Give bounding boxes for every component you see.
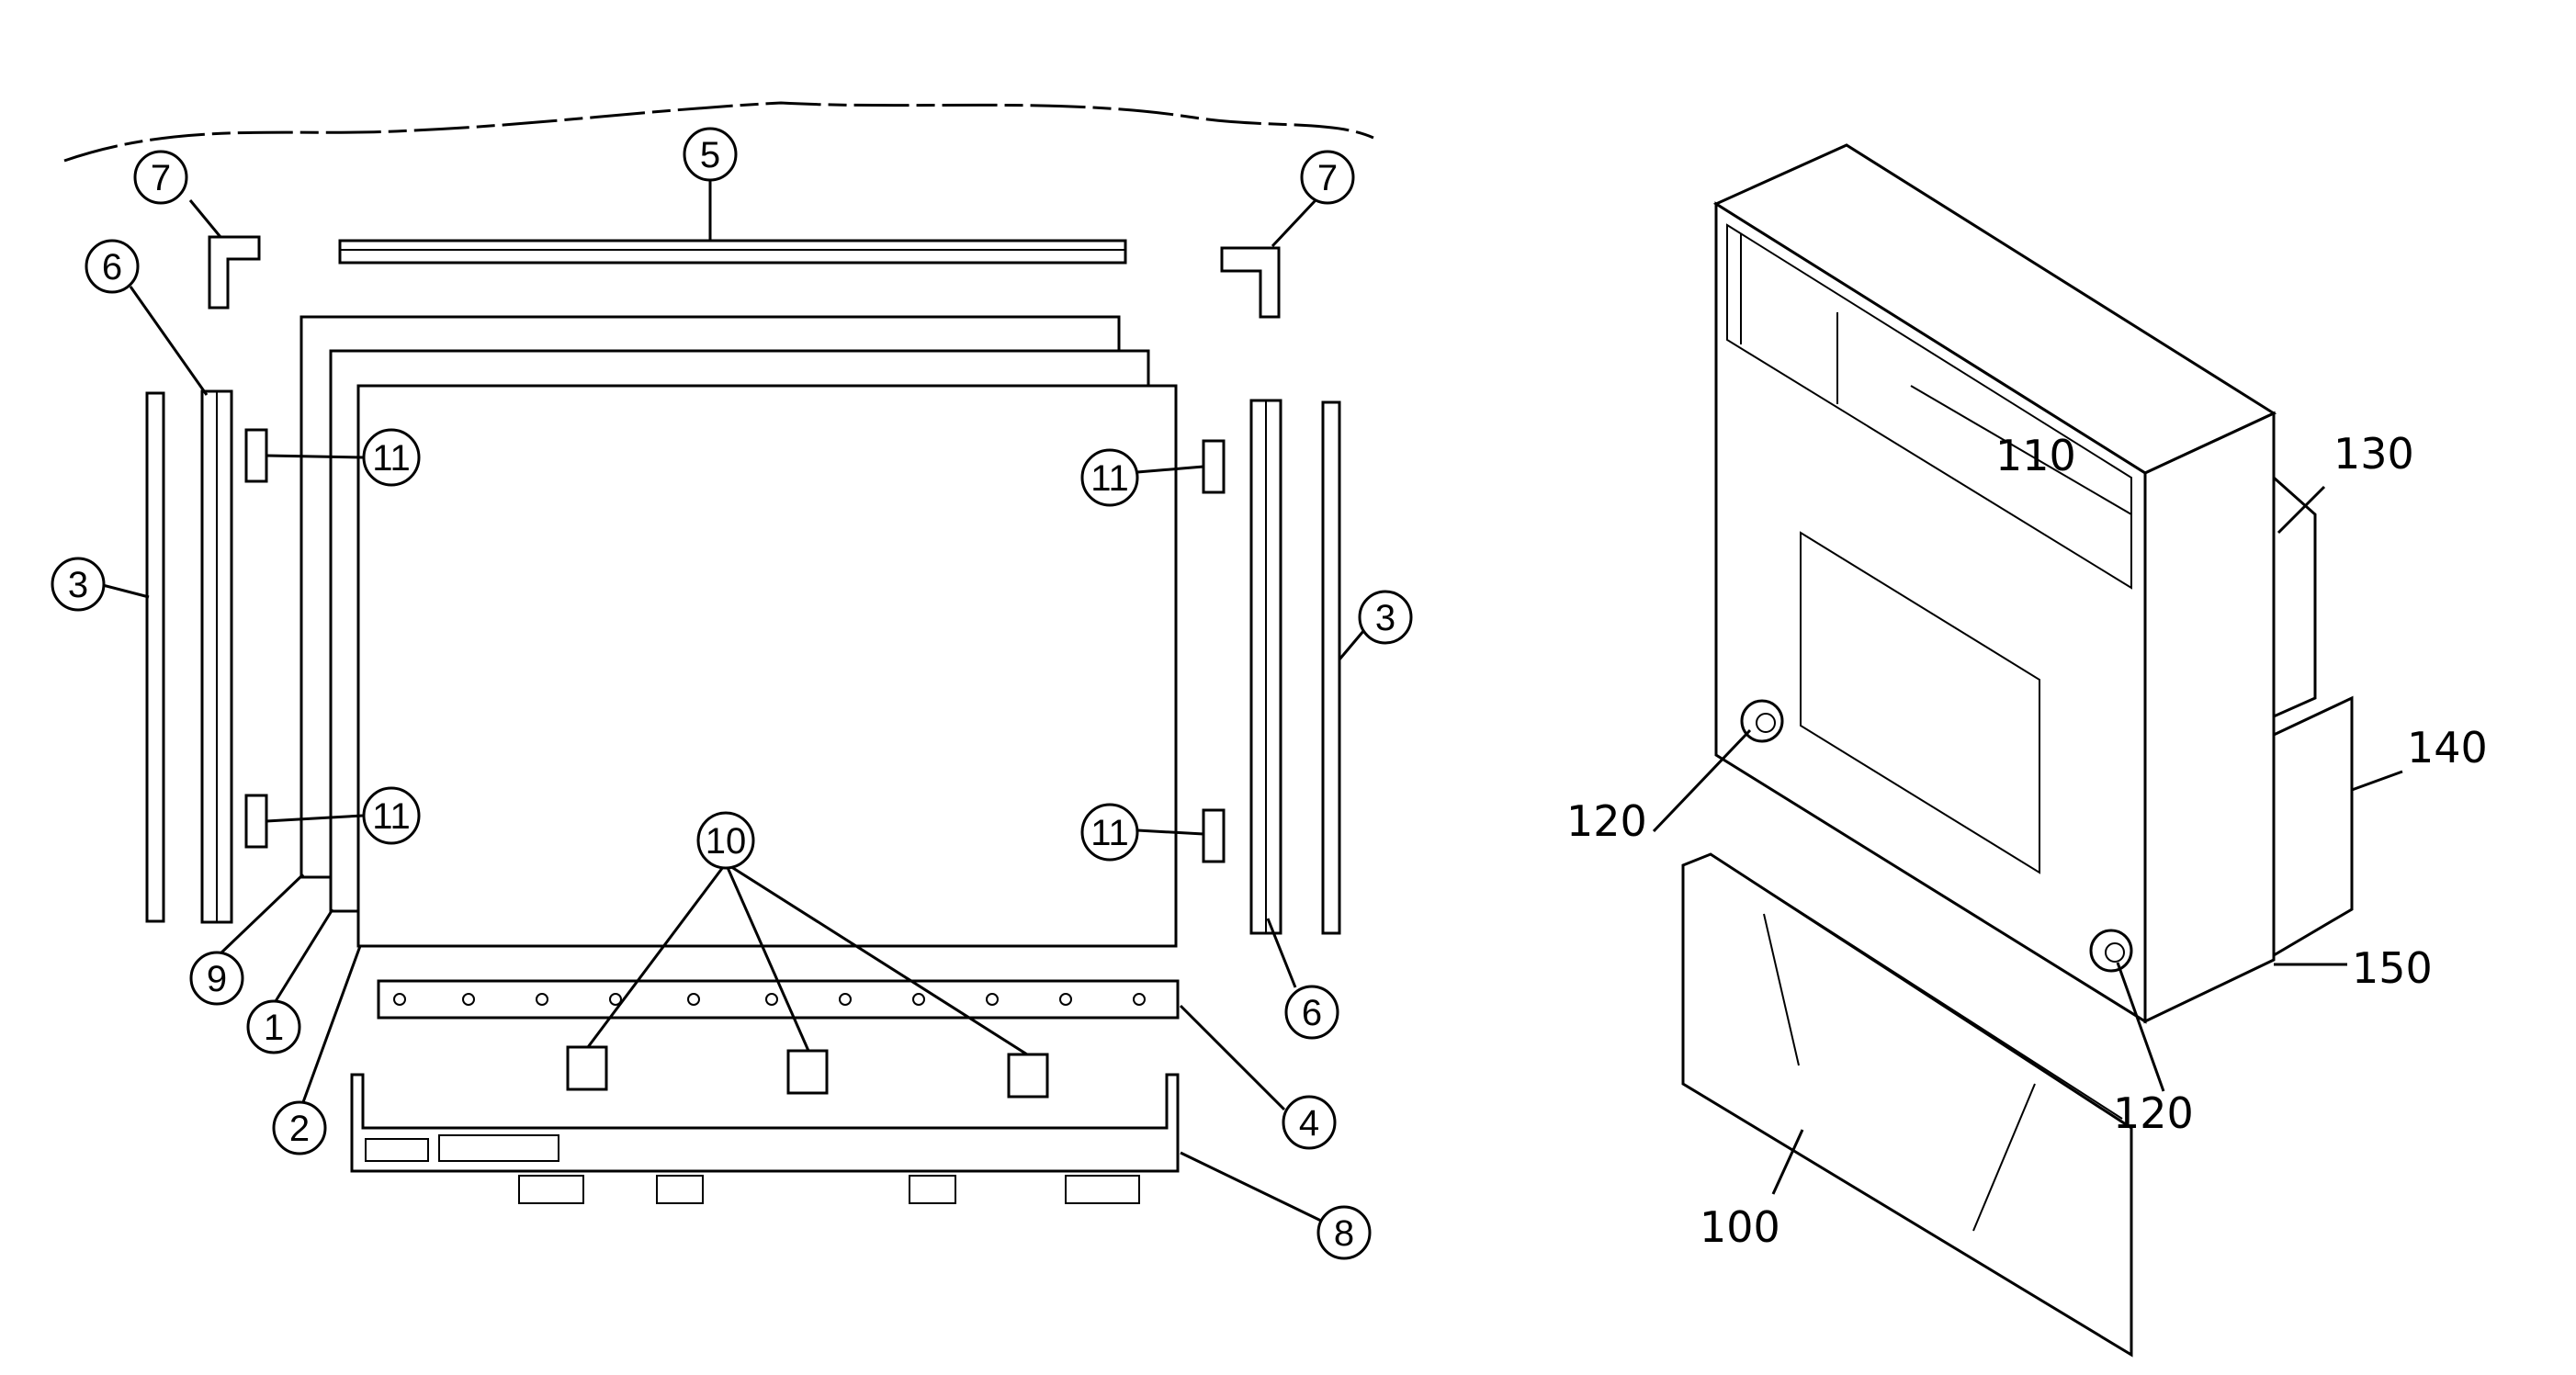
svg-text:11: 11 [1090, 458, 1129, 499]
part-3-left-strip [145, 391, 165, 923]
callout-11-bottom-right: 11 [1080, 803, 1139, 862]
break-line [63, 101, 1374, 163]
svg-text:6: 6 [1302, 993, 1322, 1033]
housing-140 [2272, 695, 2354, 958]
part-7-right-corner [1220, 246, 1281, 319]
leader-lines [98, 179, 1371, 1223]
callout-6-left: 6 [85, 239, 140, 294]
svg-text:7: 7 [151, 158, 171, 198]
callout-11-bottom-left: 11 [362, 786, 421, 845]
svg-text:3: 3 [1375, 598, 1395, 638]
part-3-right-strip [1321, 400, 1341, 935]
svg-text:1: 1 [264, 1008, 284, 1048]
part-7-left-corner [208, 235, 261, 310]
label-140: 140 [2407, 723, 2488, 772]
callout-7-right: 7 [1300, 150, 1355, 205]
part-4-holes [393, 993, 1146, 1006]
cabinet-leaders [1652, 485, 2403, 1195]
callout-2: 2 [272, 1100, 327, 1155]
svg-text:7: 7 [1317, 158, 1338, 198]
callout-7-left: 7 [133, 150, 188, 205]
callout-1: 1 [246, 999, 301, 1054]
callout-5: 5 [683, 127, 738, 182]
svg-text:11: 11 [372, 438, 411, 479]
svg-text:11: 11 [1090, 813, 1129, 853]
callout-3-right: 3 [1358, 590, 1413, 645]
cabinet-side [2143, 411, 2276, 1024]
part-5-top-rail [338, 239, 1127, 265]
exploded-view: 7 5 7 6 11 11 3 3 11 11 10 9 1 6 4 2 8 [51, 101, 1413, 1260]
svg-text:6: 6 [102, 247, 122, 287]
svg-text:2: 2 [289, 1109, 310, 1149]
callout-3-left: 3 [51, 557, 106, 612]
part-8-bottom-bracket [350, 1073, 1180, 1173]
screen-opening [1726, 223, 2132, 590]
label-110: 110 [1995, 431, 2076, 480]
front-panel-100 [1681, 852, 2133, 1358]
callout-10: 10 [696, 811, 755, 870]
svg-text:10: 10 [706, 821, 747, 862]
svg-text:9: 9 [207, 959, 227, 999]
cabinet-view: 110 130 140 150 120 120 100 [1566, 143, 2488, 1358]
callout-4: 4 [1282, 1095, 1337, 1150]
knob-120-right [2089, 929, 2133, 973]
svg-text:5: 5 [700, 135, 720, 175]
callout-11-top-left: 11 [362, 428, 421, 487]
callout-9: 9 [189, 951, 244, 1006]
housing-130 [2272, 474, 2317, 719]
svg-text:3: 3 [68, 565, 88, 605]
knob-120-left [1740, 699, 1784, 743]
panel-2 [356, 384, 1178, 948]
label-120-left: 120 [1566, 796, 1647, 846]
callout-8: 8 [1316, 1205, 1372, 1260]
label-150: 150 [2352, 943, 2433, 993]
label-130: 130 [2333, 429, 2414, 479]
part-10-brackets [566, 1045, 1049, 1099]
callout-6-right: 6 [1284, 985, 1339, 1040]
label-120-right: 120 [2113, 1088, 2194, 1138]
label-100: 100 [1700, 1202, 1780, 1252]
callout-11-top-right: 11 [1080, 448, 1139, 507]
svg-text:11: 11 [372, 796, 411, 837]
svg-text:4: 4 [1299, 1103, 1319, 1144]
svg-text:8: 8 [1334, 1213, 1354, 1254]
